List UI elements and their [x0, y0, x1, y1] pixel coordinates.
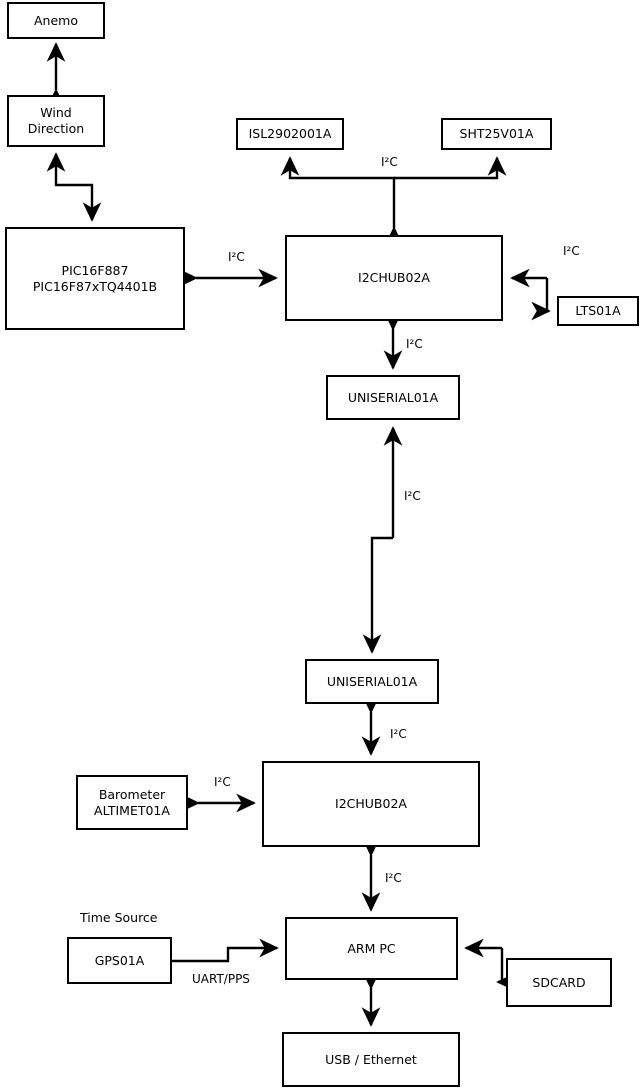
node-barometer-altimet01a[interactable]: Barometer ALTIMET01A — [76, 775, 188, 830]
node-arm-pc[interactable]: ARM PC — [285, 917, 458, 980]
node-i2chub02a-lower[interactable]: I2CHUB02A — [262, 761, 480, 847]
node-pic-microcontroller[interactable]: PIC16F887 PIC16F87xTQ4401B — [5, 227, 185, 330]
node-isl2902001a[interactable]: ISL2902001A — [236, 118, 344, 150]
label-i2c-uniserial-link: I²C — [404, 489, 421, 503]
node-usb-ethernet[interactable]: USB / Ethernet — [282, 1032, 460, 1087]
connector-wind-pic-step — [54, 182, 102, 222]
label-i2c-uniserial-to-hub2: I²C — [390, 727, 407, 741]
connector-hub1-lts-step — [531, 278, 551, 321]
label-i2c-top-bus: I²C — [381, 155, 398, 169]
node-gps01a[interactable]: GPS01A — [67, 937, 172, 984]
node-uniserial01a-upper[interactable]: UNISERIAL01A — [326, 375, 460, 420]
connector-hub1-topbus — [280, 156, 404, 246]
connector-gps-armpc — [172, 938, 279, 963]
label-time-source: Time Source — [80, 910, 158, 925]
label-i2c-hub-to-lts: I²C — [563, 244, 580, 258]
connector-uniserial-link-down — [362, 536, 393, 654]
label-i2c-hub-to-uniserial: I²C — [406, 337, 423, 351]
node-sdcard[interactable]: SDCARD — [506, 958, 612, 1007]
label-i2c-barometer-to-hub2: I²C — [214, 775, 231, 789]
label-i2c-hub2-to-armpc: I²C — [385, 871, 402, 885]
node-uniserial01a-lower[interactable]: UNISERIAL01A — [305, 659, 439, 704]
connector-hub1-topbus-right — [394, 156, 507, 180]
node-lts01a[interactable]: LTS01A — [557, 296, 639, 326]
node-i2chub02a-upper[interactable]: I2CHUB02A — [285, 235, 503, 321]
node-sht25v01a[interactable]: SHT25V01A — [441, 118, 552, 150]
node-anemo[interactable]: Anemo — [7, 2, 105, 39]
label-uart-pps: UART/PPS — [192, 972, 250, 986]
label-i2c-pic-to-hub: I²C — [228, 250, 245, 264]
node-wind-direction[interactable]: Wind Direction — [7, 95, 105, 147]
connector-armpc-sdcard-step — [496, 948, 516, 992]
